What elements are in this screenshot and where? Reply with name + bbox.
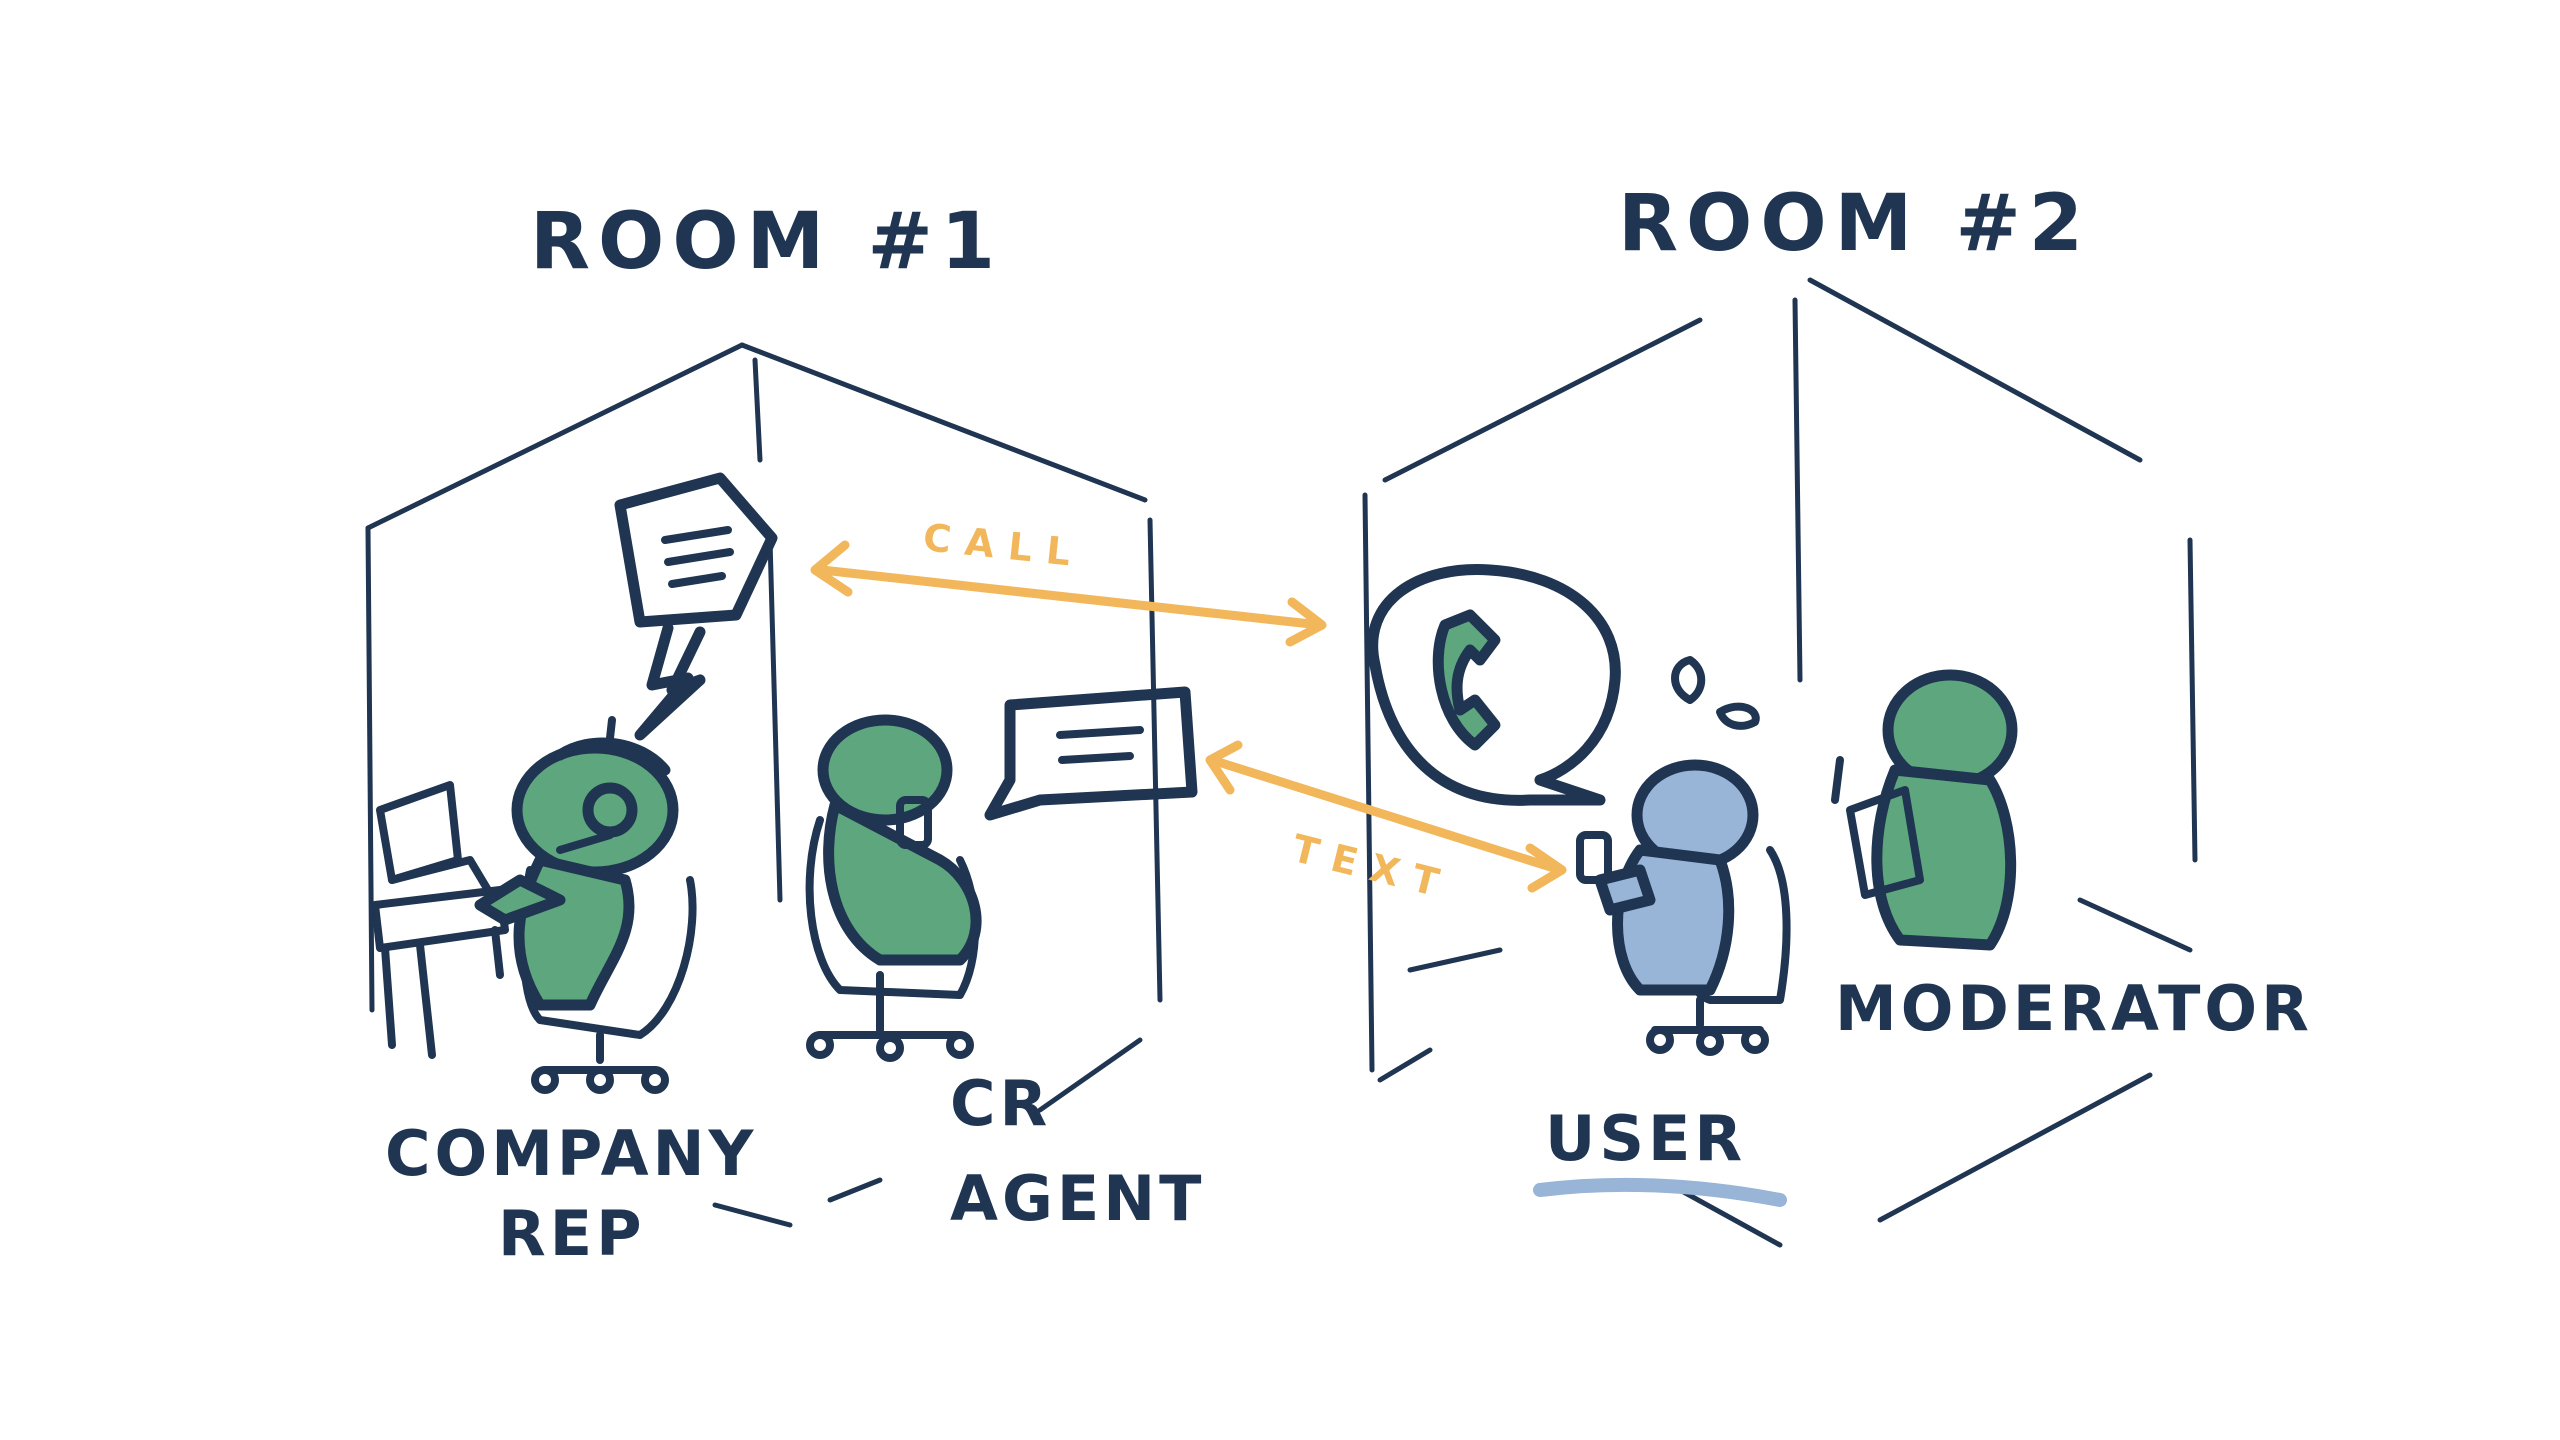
lightning-icon xyxy=(634,622,706,741)
sweat-drops-icon xyxy=(1671,656,1760,730)
company-rep-label-line2: REP xyxy=(498,1197,646,1270)
office-chair-icon-1 xyxy=(531,1031,669,1094)
user-label: USER xyxy=(1545,1102,1746,1175)
room-2-title: ROOM #2 xyxy=(1618,179,2091,269)
cr-agent-figure xyxy=(805,714,982,1034)
company-rep-figure xyxy=(474,716,697,1039)
call-arrow: CALL xyxy=(810,515,1327,647)
company-rep-label-line1: COMPANY xyxy=(385,1117,757,1190)
call-label: CALL xyxy=(921,515,1086,576)
room-2-outline xyxy=(1362,277,2198,1248)
desk-icon xyxy=(371,886,509,1059)
phone-bubble-icon xyxy=(1367,564,1621,806)
laptop-icon xyxy=(376,781,492,894)
moderator-label: MODERATOR xyxy=(1835,972,2313,1045)
cr-agent-label-line2: AGENT xyxy=(950,1162,1205,1235)
user-label-highlight xyxy=(1533,1177,1787,1207)
text-arrow: TEXT xyxy=(1205,740,1567,908)
office-chair-icon-2 xyxy=(806,1031,974,1062)
user-figure xyxy=(1576,759,1791,1004)
room-1-outline xyxy=(365,342,1163,1228)
speech-bubble-icon xyxy=(614,472,778,628)
room-1-title: ROOM #1 xyxy=(530,197,1003,287)
cr-agent-label-line1: CR xyxy=(950,1067,1051,1140)
moderator-figure xyxy=(1831,669,2018,951)
chat-bubble-icon xyxy=(984,686,1198,821)
office-chair-icon-3 xyxy=(1646,996,1769,1056)
